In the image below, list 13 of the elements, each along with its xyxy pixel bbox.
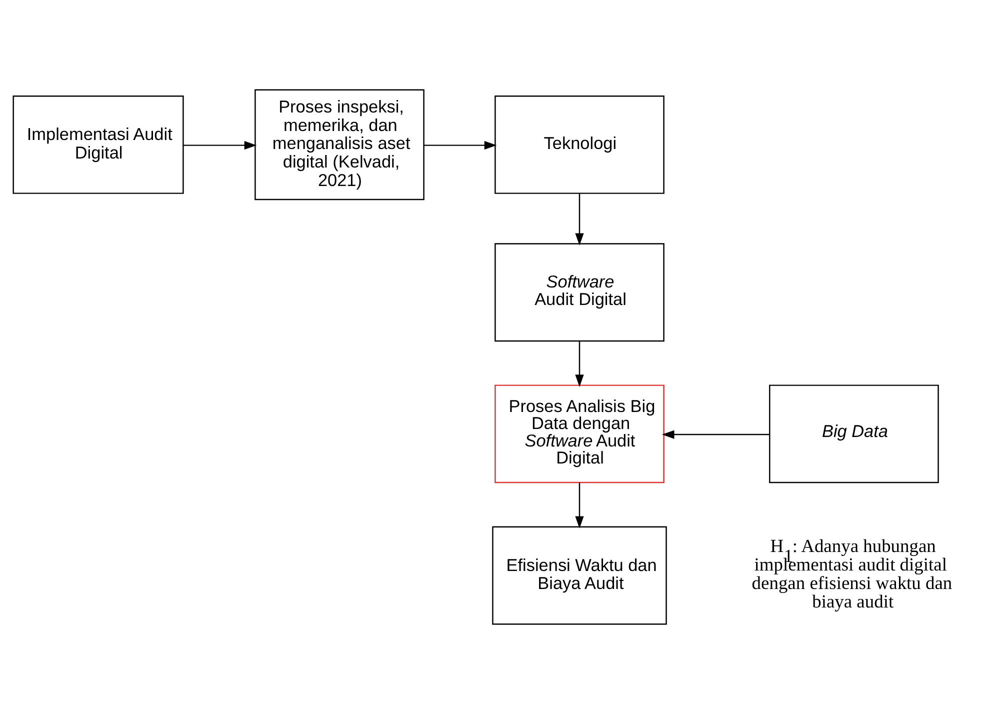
node-box: Teknologi [494,94,664,194]
arrow [575,192,584,246]
node-box: Implementasi Audit Digital [12,94,184,194]
arrow [575,340,584,386]
node-box: Proses inspeksi, memerika, dan menganalisis aset digital (Kelvadi, 2021) [254,88,424,200]
arrow [183,140,257,150]
node-box: Proses Analisis Big Data dengan Software Audit Digital [494,384,664,483]
node-box: Big Data [769,384,939,483]
arrow [662,430,770,438]
arrow [575,482,584,528]
node-box: Software Audit Digital [494,242,664,342]
node-box: Efisiensi Waktu dan Biaya Audit [492,526,667,624]
arrow [424,140,497,150]
